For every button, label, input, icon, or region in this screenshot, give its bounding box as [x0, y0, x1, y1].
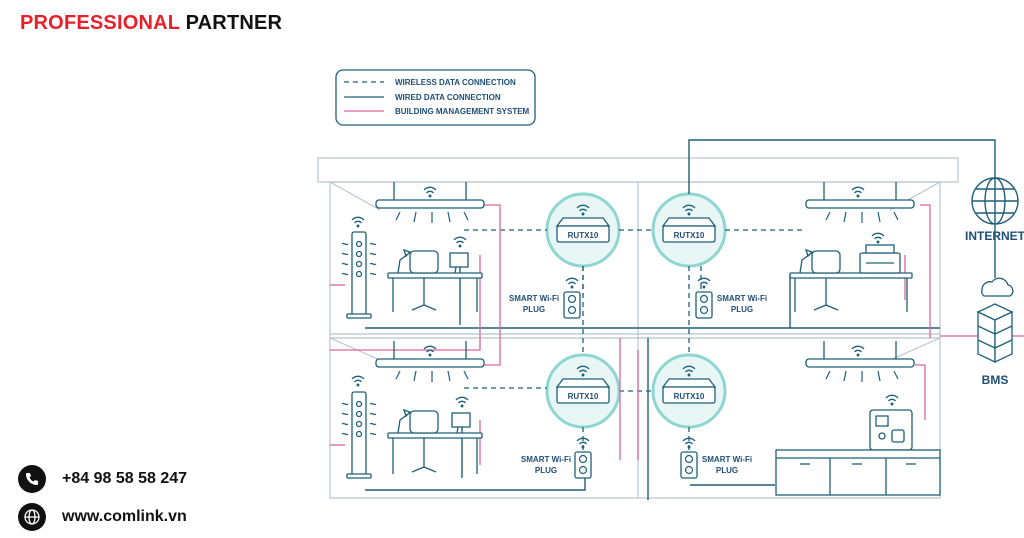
contact-website: www.comlink.vn: [18, 503, 187, 531]
internet-globe-icon: [971, 177, 1019, 225]
ceiling-lights: [375, 182, 915, 368]
website-link[interactable]: www.comlink.vn: [62, 508, 187, 525]
legend: WIRELESS DATA CONNECTION WIRED DATA CONN…: [335, 69, 536, 126]
plug-label-line2: PLUG: [523, 305, 545, 314]
heater-bottom: [341, 391, 377, 479]
plug-label-line2: PLUG: [731, 305, 753, 314]
router-bottom-right: RUTX10: [661, 378, 717, 404]
legend-bms-label: BUILDING MANAGEMENT SYSTEM: [395, 107, 530, 116]
building-outline: [317, 157, 959, 499]
plug-label-line1: SMART Wi-Fi: [509, 294, 559, 303]
light-rays: [395, 211, 899, 382]
smart-plug-bottom-right: SMART Wi-Fi PLUG: [680, 451, 752, 479]
heater-top: [341, 231, 377, 319]
wifi-icons: [351, 186, 899, 449]
legend-wired-label: WIRED DATA CONNECTION: [395, 93, 501, 102]
smart-plug-bottom-left: SMART Wi-Fi PLUG: [521, 451, 592, 479]
smart-plug-top-right: SMART Wi-Fi PLUG: [695, 291, 767, 319]
bms-label: BMS: [982, 373, 1009, 387]
phone-number[interactable]: +84 98 58 58 247: [62, 470, 188, 487]
router-label: RUTX10: [674, 231, 705, 240]
brand-red-word: PROFESSIONAL: [20, 12, 180, 34]
router-label: RUTX10: [568, 392, 599, 401]
router-label: RUTX10: [568, 231, 599, 240]
router-bottom-left: RUTX10: [555, 378, 611, 404]
wireless-connections: [464, 229, 805, 455]
phone-icon: [18, 465, 46, 493]
plug-label-line1: SMART Wi-Fi: [521, 455, 571, 464]
router-label: RUTX10: [674, 392, 705, 401]
plug-label-line2: PLUG: [716, 466, 738, 475]
coffee-machine: [869, 409, 913, 451]
plug-label-line1: SMART Wi-Fi: [717, 294, 767, 303]
legend-wireless-label: WIRELESS DATA CONNECTION: [395, 78, 516, 87]
plug-label-line1: SMART Wi-Fi: [702, 455, 752, 464]
bms-server-icon: [976, 277, 1014, 364]
kitchen-counter: [775, 449, 941, 496]
desk-bottom-left: [387, 408, 483, 474]
globe-icon: [18, 503, 46, 531]
router-top-right: RUTX10: [661, 217, 717, 243]
router-top-left: RUTX10: [555, 217, 611, 243]
smart-plug-top-left: SMART Wi-Fi PLUG: [509, 291, 581, 319]
desk-top-left: [387, 248, 483, 312]
plug-label-line2: PLUG: [535, 466, 557, 475]
brand-title: PROFESSIONAL PARTNER: [20, 12, 282, 35]
contact-phone: +84 98 58 58 247: [18, 465, 187, 493]
desk-top-right: [789, 244, 913, 312]
internet-label: INTERNET: [965, 229, 1024, 243]
brand-dark-word: PARTNER: [185, 12, 283, 34]
